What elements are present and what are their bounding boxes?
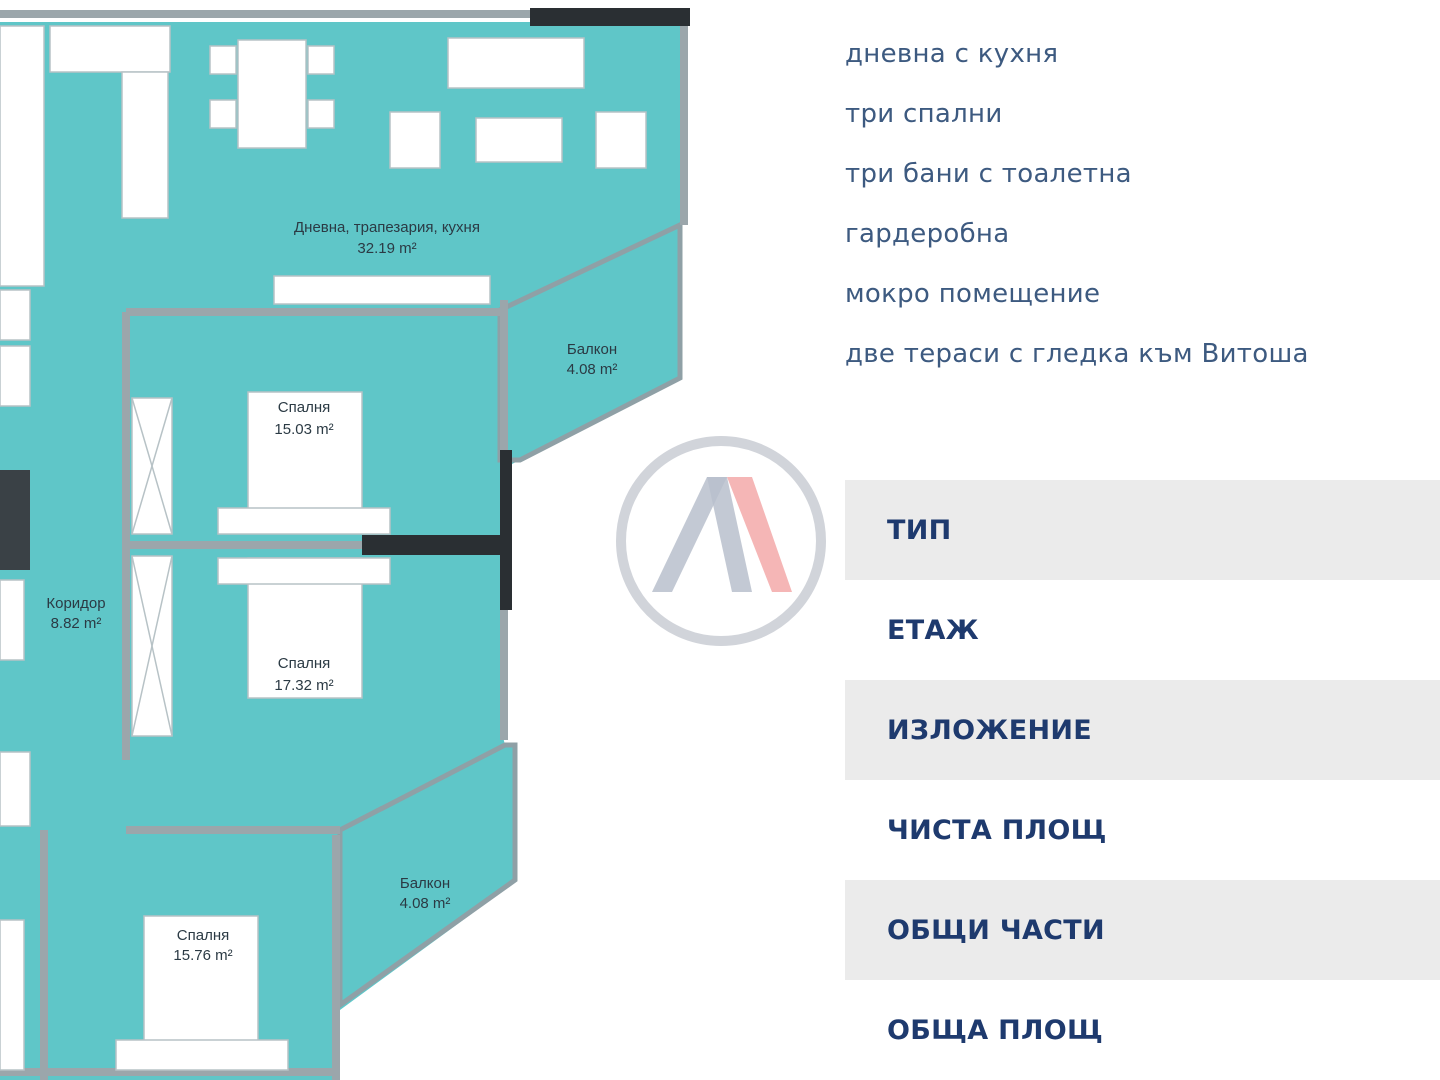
room-name-bedroom-3: Спалня [177,927,229,944]
room-area-bedroom-1: 15.03 m² [274,421,333,438]
floor-area [0,22,682,1080]
room-area-corridor: 8.82 m² [51,615,102,632]
features-list: дневна с кухня три спални три бани с тоа… [845,32,1405,392]
property-row-common-parts: ОБЩИ ЧАСТИ [845,880,1440,980]
property-row-net-area: ЧИСТА ПЛОЩ [845,780,1440,880]
property-label: ИЗЛОЖЕНИЕ [887,714,1092,746]
walls [0,10,690,1080]
feature-item: дневна с кухня [845,39,1059,69]
property-label: ЧИСТА ПЛОЩ [887,814,1107,846]
feature-item: три бани с тоалетна [845,159,1132,189]
room-name-bedroom-2: Спалня [278,655,330,672]
kitchen-furniture [0,25,647,305]
feature-item: мокро помещение [845,279,1101,309]
property-label: ТИП [887,514,952,546]
window-dark-segment [500,450,512,610]
property-row-total-area: ОБЩА ПЛОЩ [845,980,1440,1080]
property-table: ТИП ЕТАЖ ИЗЛОЖЕНИЕ ЧИСТА ПЛОЩ ОБЩИ ЧАСТИ… [845,480,1440,1080]
room-area-balcony-2: 4.08 m² [400,895,451,912]
wall-dark-segment [530,8,690,26]
property-label: ЕТАЖ [887,614,980,646]
room-name-balcony-2: Балкон [400,875,450,892]
feature-item: три спални [845,99,1003,129]
room-name-balcony-1: Балкон [567,341,617,358]
room-area-bedroom-3: 15.76 m² [173,947,232,964]
property-label: ОБЩА ПЛОЩ [887,1014,1104,1046]
beds [115,391,391,1071]
bathroom-fixtures [0,289,31,661]
room-area-bedroom-2: 17.32 m² [274,677,333,694]
wardrobes [0,397,173,1071]
feature-item: гардеробна [845,219,1010,249]
floor-plan: Дневна, трапезария, кухня 32.19 m² Балко… [0,8,690,1080]
wall-dark-segment [362,535,502,555]
room-name-bedroom-1: Спалня [278,399,330,416]
property-row-floor: ЕТАЖ [845,580,1440,680]
room-area-balcony-1: 4.08 m² [567,361,618,378]
room-name-living: Дневна, трапезария, кухня [294,219,480,236]
room-labels: Дневна, трапезария, кухня 32.19 m² Балко… [46,219,617,964]
property-label: ОБЩИ ЧАСТИ [887,914,1105,946]
feature-item: две тераси с гледка към Витоша [845,339,1309,369]
watermark-logo [616,436,826,646]
room-name-corridor: Коридор [46,595,105,612]
property-row-exposure: ИЗЛОЖЕНИЕ [845,680,1440,780]
property-row-type: ТИП [845,480,1440,580]
left-wall-strip [0,470,30,570]
room-area-living: 32.19 m² [357,240,416,257]
